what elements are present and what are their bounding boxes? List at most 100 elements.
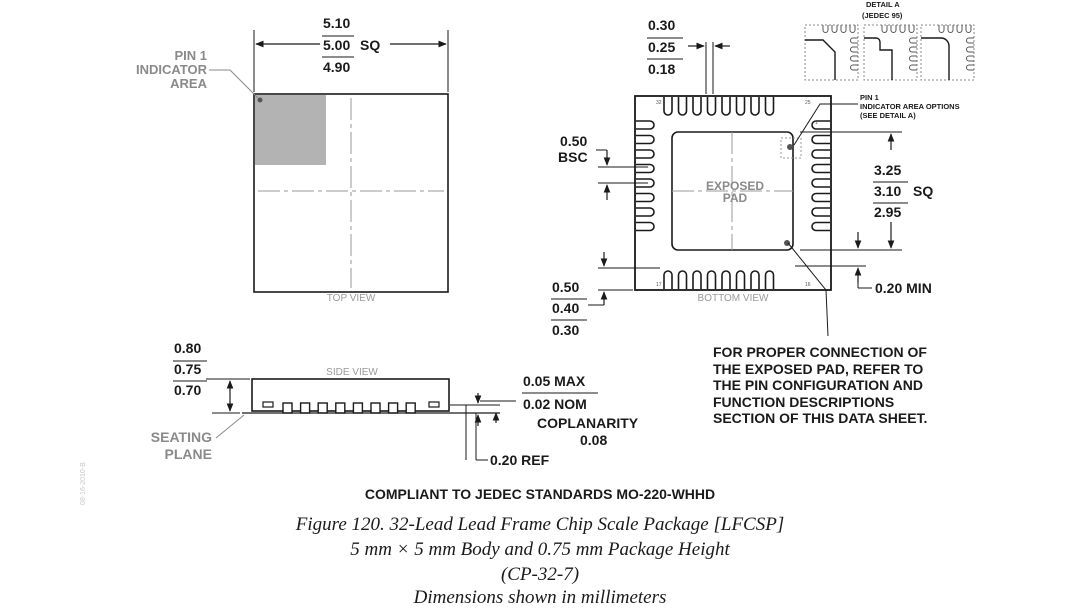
- side-view: SIDE VIEW 0.80 0.75 0.70 SEATING PLANE 0…: [151, 340, 639, 468]
- height-min: 0.70: [174, 382, 201, 398]
- figure-caption-line-3: (CP-32-7): [500, 564, 580, 585]
- pad-corner-dot: [784, 240, 790, 246]
- lead-right: [811, 178, 830, 188]
- lead-bottom: [663, 270, 673, 289]
- lead-right: [811, 163, 830, 174]
- pin1-label-line-1: PIN 1: [174, 48, 207, 63]
- detail-lead: [966, 37, 974, 44]
- lead-top: [677, 97, 688, 116]
- side-lead: [282, 402, 293, 414]
- lead-right: [811, 192, 830, 203]
- seating-plane-label-2: PLANE: [165, 446, 212, 462]
- pitch-value: 0.50: [560, 133, 587, 149]
- bottom-view: EXPOSED PAD 32 25 1 17 16 BOTTOM VIEW 0.…: [551, 17, 960, 338]
- lead-left: [636, 149, 655, 159]
- detail-lead: [909, 46, 917, 53]
- lead-left: [636, 163, 655, 174]
- note-line: FOR PROPER CONNECTION OF: [713, 344, 927, 360]
- standoff-nom: 0.02 NOM: [523, 396, 587, 412]
- detail-lead: [966, 55, 974, 62]
- pin1-options-label-2: INDICATOR AREA OPTIONS: [860, 102, 960, 111]
- lead-top: [663, 97, 673, 116]
- detail-lead: [822, 25, 829, 33]
- figure-caption-line-2: 5 mm × 5 mm Body and 0.75 mm Package Hei…: [350, 539, 730, 560]
- lead-width-min: 0.18: [648, 61, 675, 77]
- standoff-max: 0.05 MAX: [523, 373, 586, 389]
- pin-number-32: 32: [656, 100, 662, 106]
- detail-lead: [909, 55, 917, 62]
- detail-lead: [947, 25, 954, 33]
- figure-caption-line-1: Figure 120. 32-Lead Lead Frame Chip Scal…: [295, 514, 785, 535]
- lead-right: [811, 120, 830, 130]
- detail-lead: [840, 25, 847, 33]
- body-dim-sq: SQ: [360, 37, 380, 53]
- pin1-leader: [209, 69, 259, 99]
- lead-left: [636, 134, 655, 145]
- lead-top: [692, 97, 702, 116]
- side-lead: [299, 402, 311, 414]
- detail-lead: [850, 46, 858, 53]
- lead-bottom: [706, 270, 717, 289]
- exposed-pad-label-2: PAD: [723, 191, 748, 205]
- pad-pin1-indicator-option: [780, 137, 802, 159]
- body-dim-min: 4.90: [323, 59, 350, 75]
- drawing-code: 08-16-2010-B: [80, 462, 87, 505]
- lead-length-min: 0.30: [552, 322, 579, 338]
- note-line: FUNCTION DESCRIPTIONS: [713, 393, 895, 410]
- top-view: 5.10 5.00 SQ 4.90 PIN 1 INDICATOR AREA T…: [136, 15, 449, 304]
- detail-box: [863, 24, 918, 81]
- exposed-pad-note: FOR PROPER CONNECTION OF THE EXPOSED PAD…: [713, 344, 1013, 427]
- note-line: THE EXPOSED PAD, REFER TO: [713, 360, 924, 377]
- side-lead-end: [428, 401, 440, 408]
- side-lead: [335, 402, 346, 414]
- pad-size-sq: SQ: [913, 183, 933, 199]
- lead-right: [811, 149, 830, 159]
- lead-left: [636, 221, 655, 232]
- detail-lead: [899, 25, 906, 33]
- side-view-body: [251, 378, 450, 412]
- lead-left: [636, 120, 655, 130]
- detail-box: [920, 24, 975, 81]
- lead-bottom: [750, 270, 760, 289]
- pad-size-min: 2.95: [874, 204, 901, 220]
- side-lead: [317, 402, 328, 414]
- detail-a: DETAIL A (JEDEC 95): [804, 0, 975, 81]
- side-lead: [370, 402, 381, 414]
- coplanarity-value: 0.08: [580, 432, 607, 448]
- detail-a-subtitle: (JEDEC 95): [862, 11, 903, 20]
- detail-lead: [909, 37, 917, 44]
- pin1-options-label-3: (SEE DETAIL A): [860, 111, 916, 120]
- detail-pin1-chamfer: [864, 37, 893, 80]
- lead-top: [706, 97, 717, 116]
- top-view-label: TOP VIEW: [327, 293, 376, 304]
- detail-lead: [850, 64, 858, 71]
- lead-length-nom: 0.40: [552, 300, 579, 316]
- lead-right: [811, 207, 830, 217]
- detail-a-options: [804, 24, 975, 81]
- detail-lead: [909, 64, 917, 71]
- side-lead: [352, 402, 364, 414]
- detail-lead: [850, 55, 858, 62]
- lead-top: [764, 97, 775, 116]
- detail-lead: [966, 64, 974, 71]
- height-max: 0.80: [174, 340, 201, 356]
- detail-box: [804, 24, 859, 81]
- lead-top: [721, 97, 731, 116]
- pin-number-1: 1: [815, 120, 818, 126]
- detail-lead: [850, 37, 858, 44]
- pad-size-max: 3.25: [874, 162, 901, 178]
- jedec-compliance: COMPLIANT TO JEDEC STANDARDS MO-220-WHHD: [364, 486, 716, 502]
- lead-width-nom: 0.25: [648, 39, 675, 55]
- detail-lead: [831, 25, 838, 33]
- pin-number-25: 25: [805, 100, 811, 106]
- lead-bottom: [677, 270, 688, 289]
- side-lead: [387, 402, 399, 414]
- pitch-bsc: BSC: [558, 149, 588, 165]
- lead-left: [636, 207, 655, 217]
- detail-lead: [956, 25, 963, 33]
- detail-lead: [849, 25, 856, 33]
- detail-lead: [938, 25, 945, 33]
- height-nom: 0.75: [174, 361, 201, 377]
- lead-length-max: 0.50: [552, 279, 579, 295]
- exposed-pad-note-leader: [787, 242, 829, 337]
